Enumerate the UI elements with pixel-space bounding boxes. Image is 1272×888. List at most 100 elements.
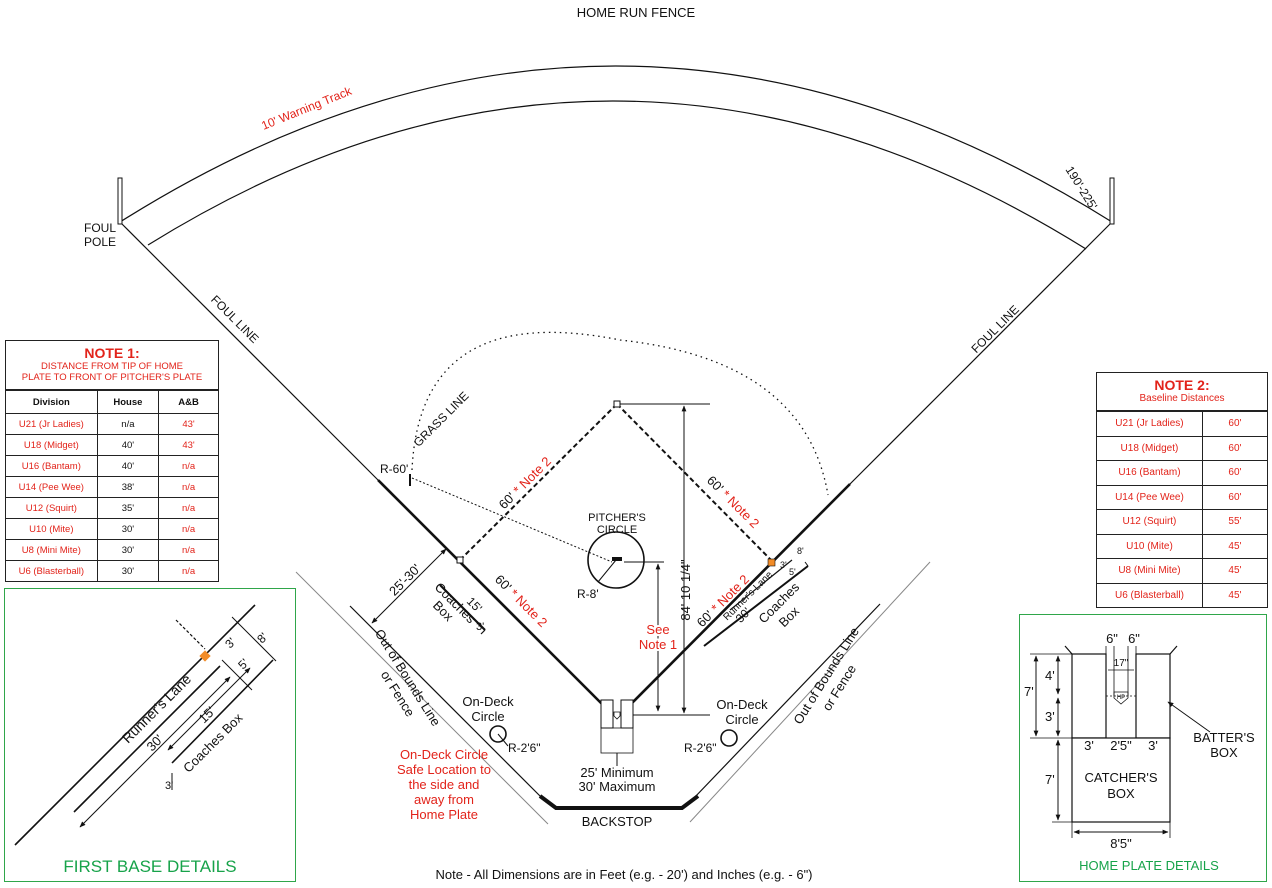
coaches-box-third xyxy=(439,584,486,631)
catchers-box xyxy=(600,727,634,754)
grass-radius-line xyxy=(411,477,613,563)
fence-distance-label: 190'-225' xyxy=(1063,164,1101,213)
note-2-division: U12 (Squirt) xyxy=(1097,509,1203,535)
home-plate xyxy=(613,711,621,720)
see-note-1-line1: See xyxy=(646,622,669,637)
first-base xyxy=(767,558,776,567)
note-2-division: U10 (Mite) xyxy=(1097,533,1203,559)
note-1-ab: n/a xyxy=(158,518,218,540)
table-row: U16 (Bantam)60' xyxy=(1097,460,1267,486)
note-1-ab: 43' xyxy=(158,413,218,435)
first-base-details-title: FIRST BASE DETAILS xyxy=(63,857,236,876)
note-2-title: NOTE 2: xyxy=(1154,377,1210,393)
note-2-subtitle: Baseline Distances xyxy=(1139,393,1225,404)
note-2-distance: 45' xyxy=(1201,558,1267,584)
table-row: U8 (Mini Mite)45' xyxy=(1097,558,1267,584)
note-1-house: 30' xyxy=(96,560,160,581)
on-deck-circle-right xyxy=(720,729,738,747)
note-2-distance: 60' xyxy=(1201,484,1267,510)
note-1-col-house: House xyxy=(96,390,160,414)
note-1-division: U6 (Blasterball) xyxy=(6,560,98,581)
warning-track-line xyxy=(147,100,1087,250)
safe-location-line-5: Home Plate xyxy=(410,807,478,822)
backstop xyxy=(538,794,700,810)
note-1-house: 30' xyxy=(96,539,160,561)
note-1-house: 40' xyxy=(96,434,160,456)
note-2-division: U18 (Midget) xyxy=(1097,435,1203,461)
hp-17-label: 17" xyxy=(1114,658,1129,669)
hp-25-label: 2'5" xyxy=(1110,738,1132,753)
note-1-house: 35' xyxy=(96,497,160,519)
hp-home-plate xyxy=(1113,691,1129,705)
on-deck-left-radius xyxy=(497,733,509,747)
on-deck-right-label-line1: On-Deck xyxy=(716,697,768,712)
fb-base xyxy=(199,650,211,662)
table-row: U10 (Mite)45' xyxy=(1097,533,1267,559)
fb-foul-line-ext xyxy=(175,619,206,650)
note-1-division: U18 (Midget) xyxy=(6,434,98,456)
hp-batters-box-pointer xyxy=(1167,701,1211,733)
hp-catchers-label-line1: CATCHER'S xyxy=(1084,770,1157,785)
note-1-ab: n/a xyxy=(158,455,218,477)
foul-pole-label-line1: FOUL xyxy=(84,221,116,235)
baseline-first-home xyxy=(629,483,851,706)
note-1-ab: n/a xyxy=(158,476,218,498)
hp-corner-right xyxy=(1169,645,1178,655)
hp-6a-label: 6" xyxy=(1106,631,1118,646)
baseline-third-second xyxy=(459,403,618,561)
hp-corner-left xyxy=(1064,645,1073,655)
fb-3b-label: 3' xyxy=(165,780,173,792)
pitchers-radius-line xyxy=(597,559,617,583)
home-run-fence xyxy=(119,65,1113,223)
home-plate-details: HP 6" 6" 17" 7' 4' 3' 7' 3' 2'5" 3' CATC… xyxy=(1024,631,1255,873)
note-1-house: 38' xyxy=(96,476,160,498)
note-2-header: NOTE 2: Baseline Distances xyxy=(1097,373,1267,411)
note-2-division: U14 (Pee Wee) xyxy=(1097,484,1203,510)
warning-track-label: 10' Warning Track xyxy=(259,83,354,132)
fb-coaches-box-dim xyxy=(167,667,251,751)
note-1-division: U16 (Bantam) xyxy=(6,455,98,477)
on-deck-circle-left xyxy=(489,725,507,743)
hp-3b-label: 3' xyxy=(1148,738,1158,753)
table-row: U12 (Squirt)35'n/a xyxy=(6,497,218,519)
note-1-ab: 43' xyxy=(158,434,218,456)
note-1-division: U21 (Jr Ladies) xyxy=(6,413,98,435)
note-2-table: U21 (Jr Ladies)60' U18 (Midget)60' U16 (… xyxy=(1097,411,1267,607)
on-deck-left-label-line1: On-Deck xyxy=(462,694,514,709)
pitchers-circle xyxy=(587,531,645,589)
foul-line-right-label: FOUL LINE xyxy=(968,302,1021,355)
coaches-distance-label: 25'-30' xyxy=(386,561,424,599)
table-row: U10 (Mite)30'n/a xyxy=(6,518,218,540)
foul-pole-left xyxy=(117,177,123,225)
note-1-subtitle-line2: PLATE TO FRONT OF PITCHER'S PLATE xyxy=(21,372,203,383)
home-run-fence-label: HOME RUN FENCE xyxy=(577,5,696,20)
safe-location-note: On-Deck Circle Safe Location to the side… xyxy=(397,747,491,822)
table-row: U14 (Pee Wee)38'n/a xyxy=(6,476,218,498)
baseline-left-top-label: 60' * Note 2 xyxy=(496,454,554,512)
baseline-third-home xyxy=(377,479,604,706)
pitchers-radius-label: R-8' xyxy=(577,587,599,601)
grass-radius-label: R-60' xyxy=(380,462,408,476)
note-1-division: U10 (Mite) xyxy=(6,518,98,540)
coaches-box-first-end xyxy=(804,561,809,567)
note-2-division: U21 (Jr Ladies) xyxy=(1097,411,1203,437)
runners-3-label: 3' xyxy=(780,560,787,570)
oob-line-right xyxy=(689,561,931,823)
foul-pole-right xyxy=(1109,177,1115,225)
note-1-table-panel: NOTE 1: DISTANCE FROM TIP OF HOME PLATE … xyxy=(5,340,219,582)
note-1-ab: n/a xyxy=(158,497,218,519)
note-2-division: U16 (Bantam) xyxy=(1097,460,1203,486)
note-1-subtitle-line1: DISTANCE FROM TIP OF HOME xyxy=(41,361,183,372)
note-1-house: n/a xyxy=(96,413,160,435)
note-2-distance: 55' xyxy=(1201,509,1267,535)
table-row: U12 (Squirt)55' xyxy=(1097,509,1267,535)
safe-location-line-2: Safe Location to xyxy=(397,762,491,777)
hp-6b-label: 6" xyxy=(1128,631,1140,646)
on-deck-right-radius-label: R-2'6" xyxy=(684,741,717,755)
third-base xyxy=(456,556,464,564)
backstop-label: BACKSTOP xyxy=(582,814,653,829)
table-row: U8 (Mini Mite)30'n/a xyxy=(6,539,218,561)
